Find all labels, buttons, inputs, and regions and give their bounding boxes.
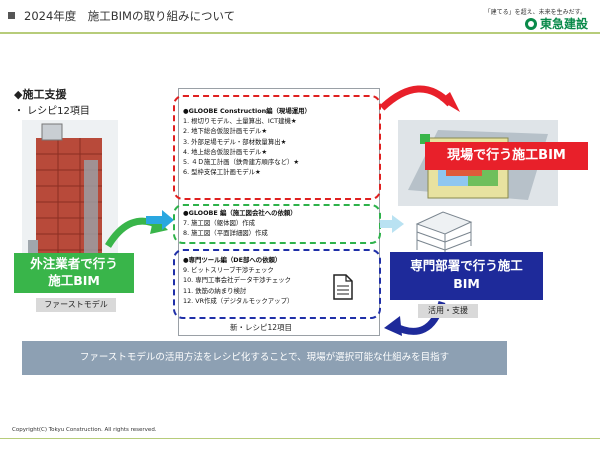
summary-banner: ファーストモデルの活用方法をレシピ化することで、現場が選択可能な仕組みを目指す (22, 341, 507, 375)
document-icon (333, 274, 353, 300)
recipe-item: 11. 鉄筋の納まり検討 (183, 286, 247, 295)
section-title: ◆施工支援 (14, 88, 67, 101)
logo-mark-icon (524, 17, 537, 30)
header-bullet (8, 12, 15, 19)
recipe-group1-title: ●GLOOBE Construction編（現場運用） (183, 107, 311, 115)
dept-line2: BIM (453, 276, 480, 291)
copyright: Copyright(C) Tokyu Construction. All rig… (12, 427, 157, 433)
recipe-group-construction (173, 95, 381, 200)
building-model-image (22, 120, 118, 270)
arrow-right-icon (146, 210, 174, 230)
dept-line1: 専門部署で行う施工 (410, 258, 523, 273)
recipe-item: 6. 型枠支保工計画モデル★ (183, 168, 261, 177)
field-bim-label: 現場で行う施工BIM (425, 142, 588, 170)
use-support-label: 活用・支援 (418, 304, 478, 318)
recipe-group2-list: ●GLOOBE 編（施工図会社への依頼） 7. 施工図（躯体図）作成 8. 施工… (183, 208, 297, 239)
recipe-item: 3. 外部足場モデル・部材数量算出★ (183, 137, 287, 146)
arrow-right-light-icon (380, 215, 404, 233)
recipe-item: 4. 地上総合仮設計画モデル★ (183, 147, 268, 156)
outsource-bim-box: 外注業者で行う 施工BIM (14, 253, 134, 293)
company-logo: 東急建設 (524, 15, 588, 32)
recipe-group-special-tools (173, 249, 381, 319)
recipe-item: 12. VR作成（デジタルモックアップ） (183, 296, 294, 305)
recipe-item: 5. ４Ｄ施工計画（鉄骨建方順序など）★ (183, 158, 300, 167)
recipe-group2-title: ●GLOOBE 編（施工図会社への依頼） (183, 209, 297, 217)
header-divider (0, 32, 600, 34)
outsource-line1: 外注業者で行う (30, 256, 118, 271)
recipe-caption: 新・レシピ12項目 (230, 323, 293, 332)
recipe-item: 7. 施工図（躯体図）作成 (183, 219, 256, 228)
logo-tagline: 「建てる」を超え、未来を生みだす。 (484, 9, 586, 16)
recipe-item: 2. 地下総合仮設計画モデル★ (183, 127, 268, 136)
building-frame-image (413, 210, 475, 254)
recipe-item: 10. 専門工事会社データ干渉チェック (183, 276, 292, 285)
logo-name: 東急建設 (539, 17, 588, 31)
recipe-item: 9. ビットスリーブ干渉チェック (183, 266, 274, 275)
outsource-line2: 施工BIM (48, 273, 100, 288)
first-model-label: ファーストモデル (36, 298, 116, 312)
curved-arrow-red-icon (380, 85, 460, 112)
recipe-group3-list: ●専門ツール編（DE部への依頼） 9. ビットスリーブ干渉チェック 10. 専門… (183, 255, 293, 306)
recipe-group3-title: ●専門ツール編（DE部への依頼） (183, 256, 282, 264)
section-subtitle: ・ レシピ12項目 (14, 106, 90, 117)
recipe-item: 8. 施工図（平面詳細図）作成 (183, 229, 268, 238)
footer-divider (0, 438, 600, 439)
dept-bim-box: 専門部署で行う施工 BIM (390, 252, 543, 300)
page-title: 2024年度 施工BIMの取り組みについて (24, 9, 236, 23)
recipe-group1-list: ●GLOOBE Construction編（現場運用） 1. 根切りモデル、土量… (183, 106, 311, 177)
recipe-item: 1. 根切りモデル、土量算出、ICT建機★ (183, 117, 297, 126)
